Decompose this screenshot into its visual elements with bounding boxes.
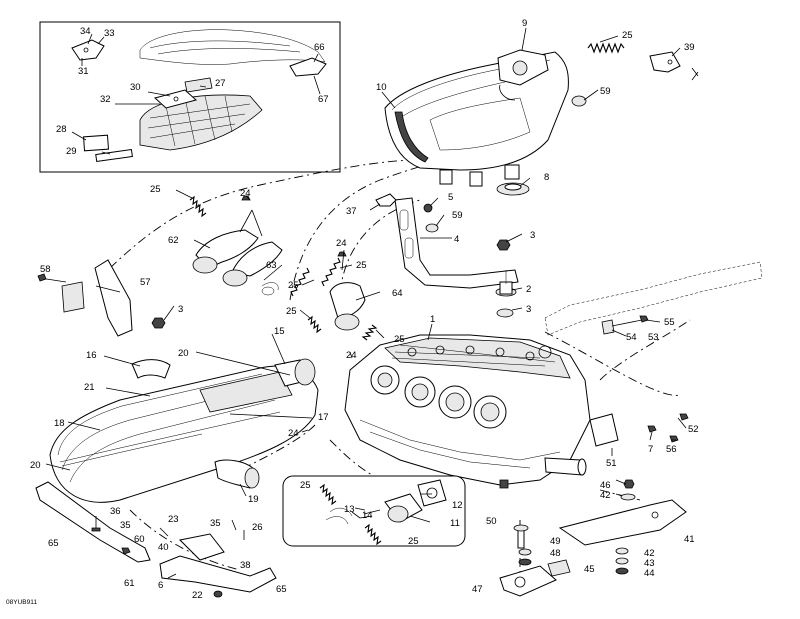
callout-24-low: 24 <box>288 428 299 439</box>
callout-50: 50 <box>486 516 497 527</box>
callout-23: 23 <box>168 514 179 525</box>
callout-16: 16 <box>86 350 97 361</box>
callout-35-right: 35 <box>210 518 221 529</box>
callout-6: 6 <box>158 580 163 591</box>
callout-21: 21 <box>84 382 95 393</box>
callout-18: 18 <box>54 418 65 429</box>
callout-40: 40 <box>158 542 169 553</box>
callout-25-center: 25 <box>288 280 299 291</box>
callout-51: 51 <box>606 458 617 469</box>
callout-52: 52 <box>688 424 699 435</box>
callout-39: 39 <box>684 42 695 53</box>
callout-45: 45 <box>584 564 595 575</box>
diagram-code: 08YUB911 <box>6 599 37 606</box>
callout-13: 13 <box>344 504 355 515</box>
callout-14: 14 <box>362 510 373 521</box>
callout-24-top: 24 <box>240 188 251 199</box>
callout-59-mid: 59 <box>452 210 463 221</box>
callout-22: 22 <box>192 590 203 601</box>
callout-25-top: 25 <box>622 30 633 41</box>
callout-59-top: 59 <box>600 86 611 97</box>
callout-65-left: 65 <box>48 538 59 549</box>
callout-25-lowmid: 25 <box>286 306 297 317</box>
callout-15: 15 <box>274 326 285 337</box>
callout-61: 61 <box>124 578 135 589</box>
callout-58: 58 <box>40 264 51 275</box>
callout-33: 33 <box>104 28 115 39</box>
callout-25-inset: 25 <box>300 480 311 491</box>
callout-3-mid: 3 <box>526 304 531 315</box>
callout-3-top: 3 <box>530 230 535 241</box>
callout-17: 17 <box>318 412 329 423</box>
callout-labels: 34 33 31 66 67 30 27 32 28 29 9 25 39 10… <box>6 18 699 606</box>
callout-26: 26 <box>252 522 263 533</box>
callout-20-top: 20 <box>178 348 189 359</box>
callout-32: 32 <box>100 94 111 105</box>
callout-11: 11 <box>450 518 460 529</box>
callout-35-left: 35 <box>120 520 131 531</box>
callout-25-inset-low: 25 <box>408 536 419 547</box>
callout-60: 60 <box>134 534 145 545</box>
engine-bracket <box>375 193 519 318</box>
callout-46: 46 <box>600 480 611 491</box>
callout-25-left: 25 <box>150 184 161 195</box>
callout-5: 5 <box>448 192 453 203</box>
callout-54: 54 <box>626 332 637 343</box>
callout-30: 30 <box>130 82 141 93</box>
left-bracket <box>37 259 166 337</box>
callout-1: 1 <box>430 314 435 325</box>
muffler <box>49 358 319 503</box>
exhaust-connectors <box>189 195 378 341</box>
callout-25-right: 25 <box>394 334 405 345</box>
callout-4: 4 <box>454 234 459 245</box>
callout-27: 27 <box>215 78 226 89</box>
callout-9: 9 <box>522 18 527 29</box>
callout-3-left: 3 <box>178 304 183 315</box>
callout-36: 36 <box>110 506 121 517</box>
oil-tank <box>384 42 699 196</box>
leader-lines <box>45 27 687 523</box>
inset-panel <box>39 21 341 173</box>
callout-20-low: 20 <box>30 460 41 471</box>
callout-48: 48 <box>550 548 561 559</box>
inset-panel-exhaust-flange <box>282 475 466 547</box>
callout-25-mid: 25 <box>356 260 367 271</box>
callout-47: 47 <box>472 584 483 595</box>
frame-rail <box>544 261 763 336</box>
callout-65-right: 65 <box>276 584 287 595</box>
callout-56: 56 <box>666 444 677 455</box>
callout-2: 2 <box>526 284 531 295</box>
callout-42-low: 42 <box>644 548 655 559</box>
callout-37: 37 <box>346 206 357 217</box>
callout-31: 31 <box>78 66 89 77</box>
callout-67: 67 <box>318 94 329 105</box>
callout-19: 19 <box>248 494 259 505</box>
callout-41: 41 <box>684 534 695 545</box>
callout-66: 66 <box>314 42 325 53</box>
callout-63: 63 <box>266 260 277 271</box>
callout-8: 8 <box>544 172 549 183</box>
callout-53: 53 <box>648 332 659 343</box>
callout-62: 62 <box>168 235 179 246</box>
callout-29: 29 <box>66 146 77 157</box>
callout-12: 12 <box>452 500 463 511</box>
callout-44: 44 <box>644 568 655 579</box>
callout-28: 28 <box>56 124 67 135</box>
lower-brackets <box>35 413 689 598</box>
callout-10: 10 <box>376 82 387 93</box>
callout-34: 34 <box>80 26 91 37</box>
engine-block <box>344 334 619 489</box>
callout-24-mid: 24 <box>336 238 347 249</box>
callout-43: 43 <box>644 558 655 569</box>
callout-24-right: 24 <box>346 350 357 361</box>
callout-49: 49 <box>550 536 561 547</box>
callout-64: 64 <box>392 288 403 299</box>
callout-55: 55 <box>664 317 675 328</box>
callout-38: 38 <box>240 560 251 571</box>
callout-57: 57 <box>140 277 151 288</box>
callout-7: 7 <box>648 444 653 455</box>
callout-42-top: 42 <box>600 490 611 501</box>
